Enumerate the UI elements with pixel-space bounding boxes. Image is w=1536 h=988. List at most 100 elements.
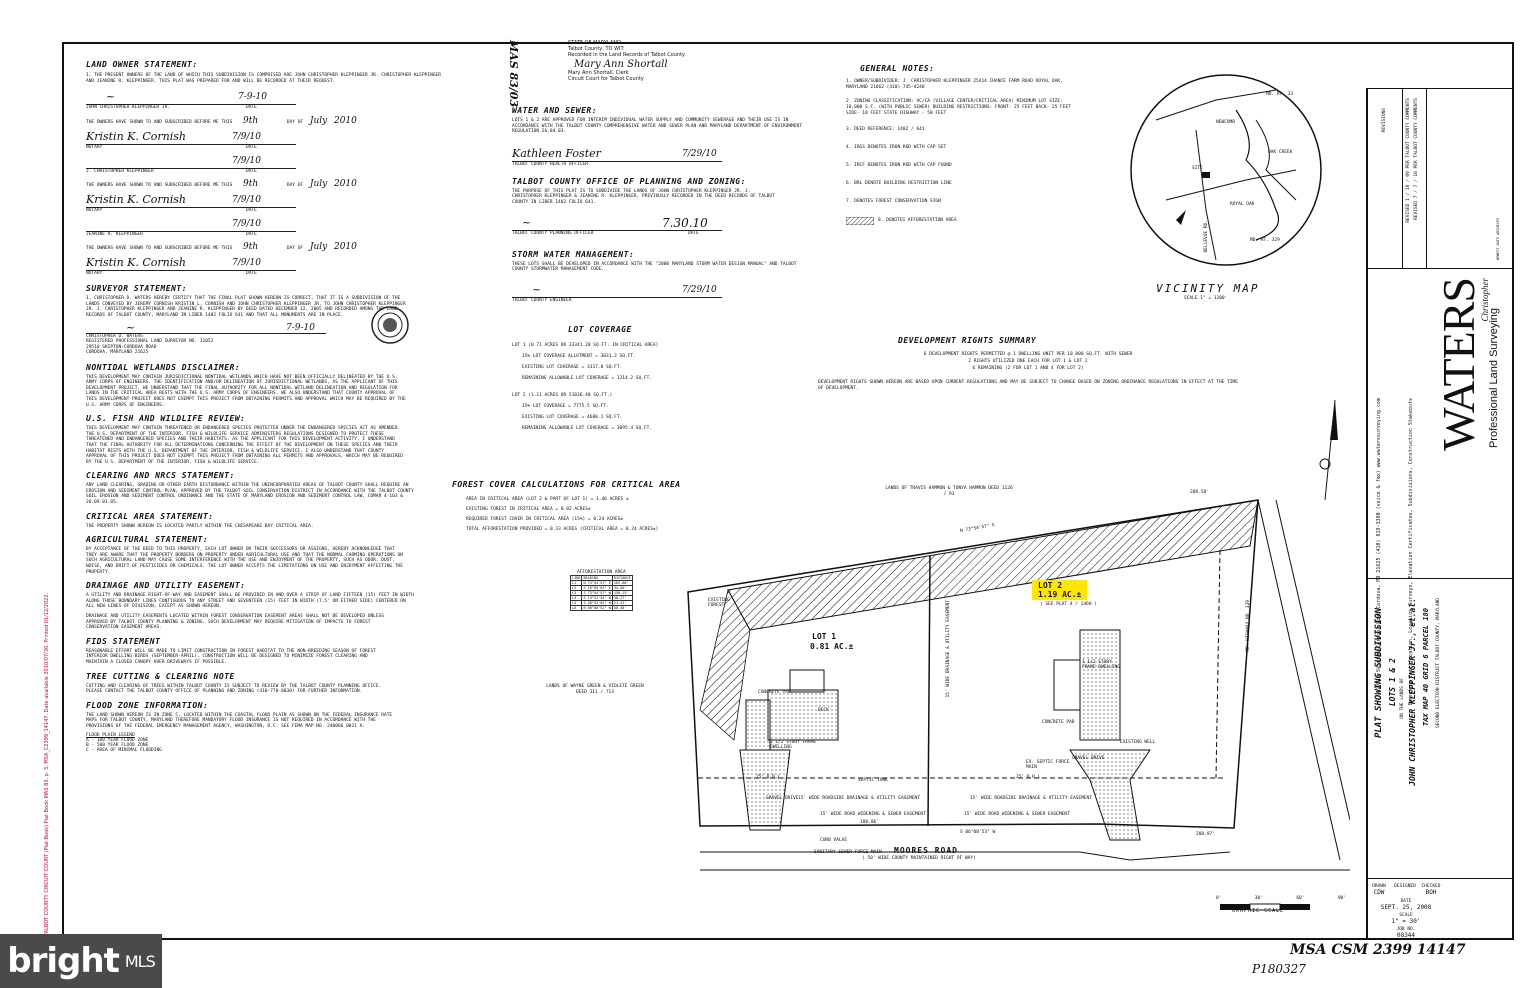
sworn-line-3: THE OWNERS HAVE SHOWN TO AND SUBSCRIBED … (86, 242, 357, 253)
flood-legend-c: C - AREA OF MINIMAL FLOODING (86, 747, 162, 753)
parcel-handwritten: P180327 (1252, 962, 1306, 976)
line-table-cell: 50.48' (611, 605, 633, 611)
firm-sub: Professional Land Surveying (1488, 308, 1500, 449)
vicinity-map: MD. RT. 33 NEWCOMB OAK CREEK SITE ROYAL … (1126, 60, 1326, 310)
storm-title: STORM WATER MANAGEMENT: (512, 249, 635, 259)
revision-2: REVISED 7 / 7 / 10 PER TALBOT COUNTY COM… (1414, 98, 1419, 220)
notary-sig-1: Kristin K. Cornish 7/9/10 NOTARY DATE (86, 130, 446, 152)
owner-statement-text: I, THE PRESENT OWNERS OF THE LAND OF WHI… (86, 73, 441, 84)
rights-disclaimer: DEVELOPMENT RIGHTS SHOWN HEREON ARE BASE… (818, 380, 1238, 391)
general-note: 6. BRL DENOTE BUILDING RESTRICTION LINE (846, 181, 952, 186)
general-note: 4. IRGS DENOTES IRON ROD WITH CAP SET (846, 145, 947, 150)
coverage-line: LOT 2 (1.11 ACRES OR 51836.40 SQ.FT.) (512, 392, 613, 398)
vicinity-label: ROYAL OAK (1230, 202, 1255, 207)
drawn-value: CDW (1373, 889, 1385, 896)
north-arrow-icon (1319, 400, 1338, 501)
line-table-cell: S 73°54'57" W (581, 590, 613, 596)
fids-text: REASONABLE EFFORT WILL BE MADE TO LIMIT … (86, 648, 376, 665)
surveyor-seal-icon (371, 305, 409, 344)
forest-calcs: FOREST COVER CALCULATIONS FOR CRITICAL A… (452, 480, 752, 535)
stamp-state: STATE OF MARYLAND (568, 40, 621, 46)
vicinity-label: NEWCOMB (1216, 120, 1235, 125)
rights-line: 6 DEVELOPMENT RIGHTS PERMITTED @ 1 DWELL… (923, 352, 1133, 357)
general-note: 3. DEED REFERENCE: 1402 / 641 (846, 127, 925, 132)
road-note: ( 50' WIDE COUNTY MAINTAINED RIGHT OF WA… (862, 856, 976, 861)
stamp-recorded: Recorded in the Land Records of Talbot C… (568, 52, 685, 58)
water-title: WATER AND SEWER: (512, 106, 598, 115)
rights-title: DEVELOPMENT RIGHTS SUMMARY (898, 336, 1037, 345)
scale-ticks: 0' 30' 60' 90' (1216, 896, 1346, 901)
date-value: SEPT. 25, 2008 (1380, 904, 1432, 911)
easement-drain: 15' WIDE DRAINAGE & UTILITY EASEMENT (946, 600, 951, 698)
firm-name: WATERS (1433, 278, 1484, 451)
bright-mls-logo: bright MLS (0, 934, 162, 988)
drainage-text-2: DRAINAGE AND UTILITY EASEMENTS LOCATED W… (86, 614, 385, 631)
designed-label: DESIGNED (1394, 884, 1416, 889)
sewer-main: SANITARY SEWER FORCE MAIN (814, 850, 882, 855)
owner-sig-2: 7/9/10 J. CHRISTOPHER KLEPPINGER DATE (86, 154, 446, 176)
job-value: 08344 (1396, 932, 1416, 939)
critical-title: CRITICAL AREA STATEMENT: (86, 511, 214, 521)
planning-text: THE PURPOSE OF THIS PLAT IS TO SUBDIVIDE… (512, 188, 775, 205)
concrete-pad-2: CONCRETE PAD (1042, 720, 1075, 725)
agricultural-text: BY ACCEPTANCE OF THE DEED TO THIS PROPER… (86, 547, 403, 575)
dist-top: 208.58' (1190, 490, 1209, 495)
rights-line: 2 RIGHTS UTILIZED ONE EACH FOR LOT 1 & L… (968, 359, 1088, 364)
engineer-signature: ~ 7/29/10 TALBOT COUNTY ENGINEER (512, 283, 842, 305)
line-table-cell: DISTANCE (611, 575, 633, 581)
lot1-area: 0.81 AC.± (810, 642, 854, 651)
notary-sig-2: Kristin K. Cornish 7/9/10 NOTARY DATE (86, 193, 446, 215)
plat-border (62, 42, 1514, 940)
brl-front-2: 25' B.R.L. (1016, 775, 1044, 780)
tree-text: CUTTING AND CLEARING OF TREES WITHIN TAL… (86, 683, 382, 695)
flood-legend-b: B - 500 YEAR FLOOD ZONE (86, 742, 149, 748)
lot2-highlight: LOT 2 1.19 AC.± (1032, 580, 1088, 600)
dist-bottom: 208.97' (1196, 832, 1215, 837)
vicinity-label: MD. RT. 33 (1266, 92, 1294, 97)
owner-sig-3: 7/9/10 JEANINE R. KLEPPINGER DATE (86, 217, 446, 239)
fids-title: FIDS STATEMENT (86, 636, 161, 646)
recording-stamp: STATE OF MARYLAND Talbot County, TO WIT:… (568, 40, 708, 82)
lands-north: LANDS OF TRAVIS HAMMON & TONYA HAMMON DE… (885, 486, 1013, 497)
line-table-cell: N 00°08'52" W (581, 605, 613, 611)
scale-tick: 30' (1254, 896, 1263, 901)
general-note-afforestation: 8. DENOTES AFFORESTATION AREA (846, 217, 1076, 225)
road-name: MOORES ROAD (894, 846, 958, 855)
bright-logo-text: bright (7, 941, 120, 981)
clearing-text: ANY LAND CLEARING, GRADING OR OTHER EART… (86, 483, 414, 506)
lands-west: LANDS OF WAYNE GREEN & VIOLETE GREEN DEE… (546, 684, 644, 695)
forest-line: AREA IN CRITICAL AREA (LOT 2 & PART OF L… (466, 497, 629, 502)
flood-legend-a: A - 100 YEAR FLOOD ZONE (86, 737, 149, 743)
checked-value: BOH (1425, 889, 1437, 896)
line-table-title: AFFORESTATION AREA (576, 570, 626, 575)
graphic-scale-label: GRAPHIC SCALE (1232, 908, 1285, 914)
brl-front-1: 25' B.R.L. (756, 775, 784, 780)
agricultural-title: AGRICULTURAL STATEMENT: (86, 535, 209, 545)
rights-line: 6 REMAINING (2 FOR LOT 1 AND 4 FOR LOT 2… (972, 366, 1084, 371)
general-title: GENERAL NOTES: (860, 64, 935, 73)
line-table-cell: LINE (569, 575, 583, 581)
existing-forest: EXISTING FOREST (708, 598, 730, 608)
gravel-drive-1: GRAVEL DRIVE (766, 796, 799, 801)
flood-legend-title: FLOOD PLAIN LEGEND (86, 732, 135, 738)
left-column: LAND OWNER STATEMENT: I, THE PRESENT OWN… (86, 60, 446, 753)
wetlands-title: NONTIDAL WETLANDS DISCLAIMER: (86, 362, 241, 372)
checked-label: CHECKED (1421, 884, 1441, 889)
vicinity-label: SITE (1192, 166, 1203, 171)
septic-tank: SEPTIC TANK (858, 778, 888, 783)
lot2-area: 1.19 AC.± (1038, 590, 1082, 599)
coverage-line: LOT 1 (0.71 ACRES OR 33341.20 SQ.FT. IN … (512, 342, 659, 348)
vicinity-map-drawing (1130, 74, 1322, 266)
sheet-stamp: Newest Date Archives (1496, 218, 1500, 261)
vicinity-label: MD. RT. 329 (1250, 238, 1280, 243)
general-notes: GENERAL NOTES: 1. OWNER/SUBDIVIDER: J. C… (846, 64, 1076, 225)
forest-line: EXISTING FOREST IN CRITICAL AREA = 0.02 … (466, 507, 591, 512)
storm-text: THESE LOTS SHALL BE DEVELOPED IN ACCORDA… (512, 261, 797, 273)
line-table-cell: S 15°51'34" W (581, 595, 613, 601)
forest-line: REQUIRED FOREST COVER IN CRITICAL AREA (… (466, 517, 624, 522)
coverage-list: LOT 1 (0.71 ACRES OR 33341.20 SQ.FT. IN … (512, 340, 842, 434)
critical-text: THE PROPERTY SHOWN HEREON IS LOCATED PAR… (86, 523, 314, 529)
drainage-title: DRAINAGE AND UTILITY EASEMENT: (86, 581, 246, 591)
